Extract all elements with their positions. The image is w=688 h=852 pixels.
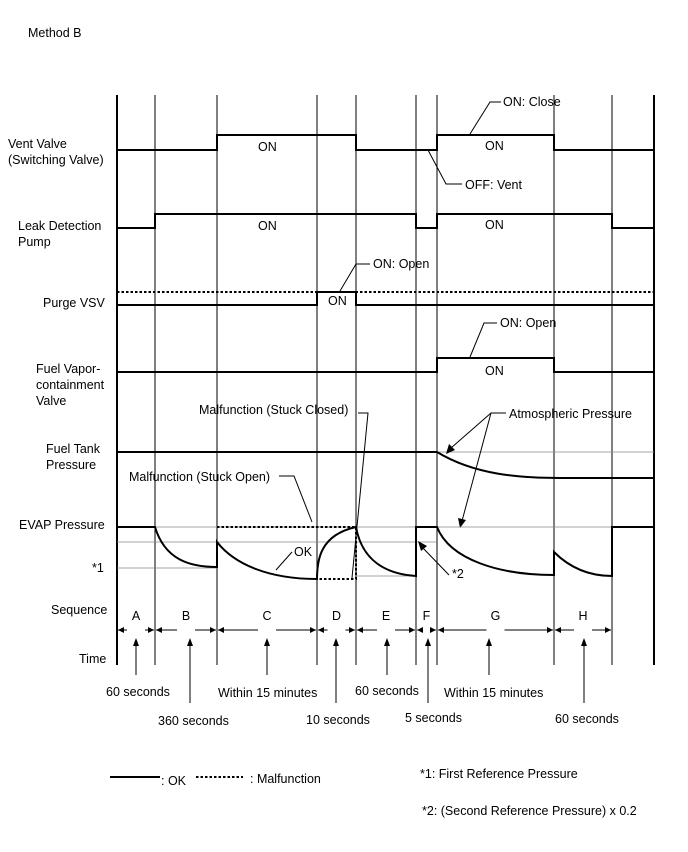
on-open-label-1: ON: Open [373,257,429,271]
ref2-marker: *2 [452,567,464,581]
fuel-vapor-valve-on: ON [485,364,504,378]
duration-a: 60 seconds [106,685,170,699]
time-arrow-2 [187,638,193,703]
purge-vsv-signal [117,291,654,306]
purge-vsv-on: ON [328,294,347,308]
leak-pump-signal [117,213,654,229]
stuck-closed-label: Malfunction (Stuck Closed) [199,403,348,417]
duration-d: 10 seconds [306,713,370,727]
on-open-label-2: ON: Open [500,316,556,330]
time-arrow-8 [581,638,587,703]
time-arrow-3 [264,638,270,675]
sequence-letter-g: G [491,609,501,623]
on-open-leader-1 [339,263,370,292]
sequence-label: Sequence [51,603,107,617]
on-close-leader [469,101,501,135]
leak-pump-on-2: ON [485,218,504,232]
duration-labels: 60 seconds 360 seconds Within 15 minutes… [106,684,619,728]
fuel-tank-pressure-label: Fuel Tank Pressure [46,442,103,472]
stuck-open-label: Malfunction (Stuck Open) [129,470,270,484]
evap-pressure-signal [117,525,654,581]
sequence-letter-a: A [132,609,141,623]
sequence-letter-c: C [262,609,271,623]
sequence-arrows [118,627,611,633]
sequence-step-c [218,627,316,633]
ref2-arrowhead [418,541,427,551]
purge-vsv-label: Purge VSV [43,296,106,310]
atmospheric-arrowhead [446,444,455,454]
time-arrows [133,638,587,703]
stuck-closed-leader [351,412,369,579]
time-label: Time [79,652,106,666]
time-arrow-4 [333,638,339,703]
legend-malfunction-label: : Malfunction [250,772,321,786]
leak-pump-label: Leak Detection Pump [18,219,105,249]
sequence-step-f [417,627,436,633]
time-arrow-7 [486,638,492,675]
ref1-label: *1 [92,561,104,575]
sequence-step-h [555,627,611,633]
duration-b: 360 seconds [158,714,229,728]
sequence-steps: A B C D E F G H [132,609,588,623]
evap-pressure-label: EVAP Pressure [19,518,105,532]
diagram-title: Method B [28,26,82,40]
fuel-tank-pressure-signal [117,451,654,479]
duration-c: Within 15 minutes [218,686,317,700]
duration-e: 60 seconds [355,684,419,698]
phase-dividers [154,95,613,665]
duration-f: 5 seconds [405,711,462,725]
legend: : OK : Malfunction *1: First Reference P… [110,767,637,818]
on-open-leader-2 [469,322,497,358]
legend-note-1: *1: First Reference Pressure [420,767,578,781]
fuel-vapor-valve-label: Fuel Vapor- containment Valve [36,362,108,408]
evap-malfunction-signal [217,526,357,580]
ok-label: OK [294,545,313,559]
ref2-leader [420,545,450,576]
atmospheric-leader [450,412,506,449]
vent-valve-on-1: ON [258,140,277,154]
fuel-vapor-valve-signal [117,357,654,373]
sequence-step-a [118,627,154,633]
sequence-step-d [318,627,355,633]
sequence-letter-d: D [332,609,341,623]
atmospheric-arrowhead-2 [458,518,466,528]
off-vent-label: OFF: Vent [465,178,522,192]
sequence-letter-e: E [382,609,390,623]
sequence-letter-b: B [182,609,190,623]
time-arrow-6 [425,638,431,703]
duration-h: 60 seconds [555,712,619,726]
atmospheric-label: Atmospheric Pressure [509,407,632,421]
vent-valve-label: Vent Valve (Switching Valve) [8,137,104,167]
sequence-letter-f: F [423,609,431,623]
evap-reference-lines [117,526,654,577]
off-vent-leader [427,149,462,185]
time-arrow-5 [384,638,390,675]
row-labels: Vent Valve (Switching Valve) Leak Detect… [8,137,108,666]
legend-note-2: *2: (Second Reference Pressure) x 0.2 [422,804,637,818]
sequence-letter-h: H [578,609,587,623]
stuck-open-leader [279,475,313,523]
leak-pump-on-1: ON [258,219,277,233]
duration-g: Within 15 minutes [444,686,543,700]
sequence-step-b [156,627,216,633]
vent-valve-on-2: ON [485,139,504,153]
ok-leader [275,551,293,571]
legend-ok-label: : OK [161,774,187,788]
vent-valve-signal [117,134,654,151]
on-close-label: ON: Close [503,95,561,109]
time-arrow-1 [133,638,139,675]
sequence-step-e [357,627,415,633]
atmospheric-leader-2 [461,412,492,522]
sequence-step-g [438,627,553,633]
